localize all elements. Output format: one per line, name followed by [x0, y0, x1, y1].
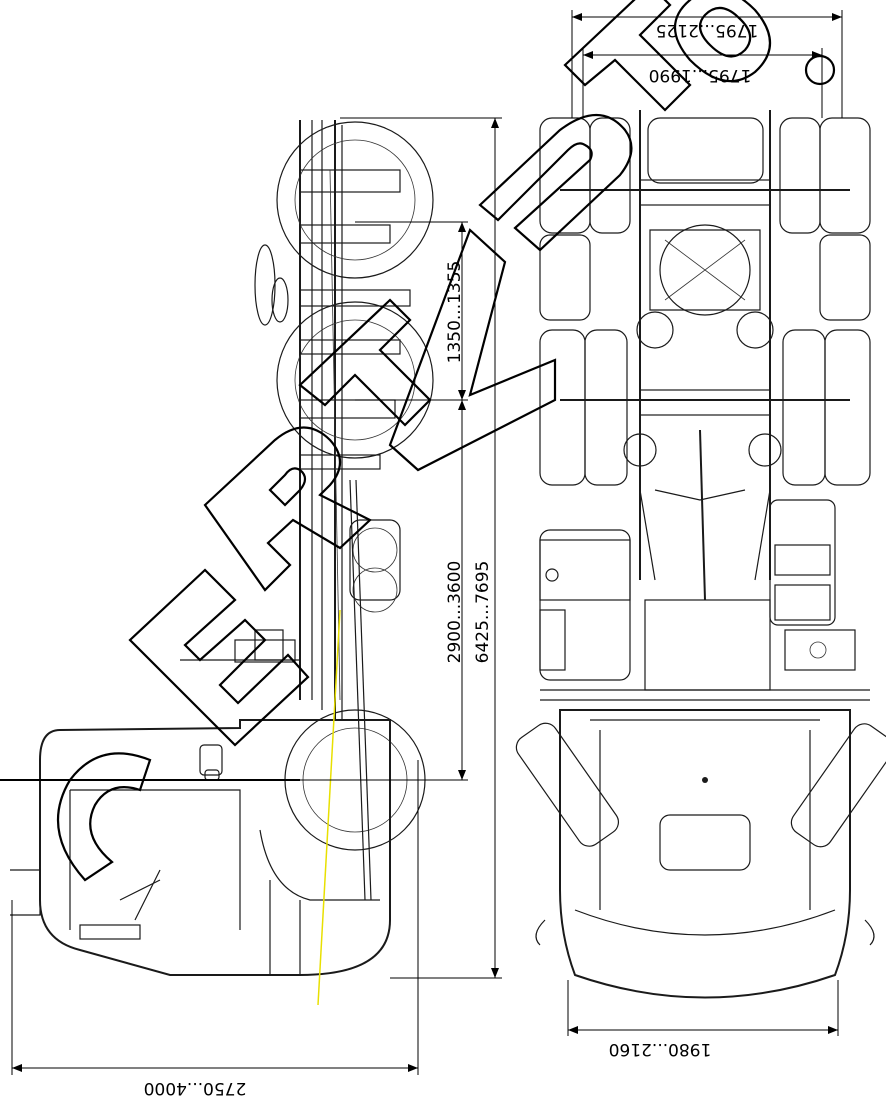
side-view-chassis [180, 120, 434, 901]
side-view-cab [10, 719, 391, 976]
dim-front-overhang: 2750...4000 [144, 1078, 247, 1098]
kingpin-centerline [317, 609, 341, 1006]
watermark-text: CERTAUTO.RU [860, 1094, 867, 1097]
dim-rear-axle-spacing: 1350...1355 [445, 261, 465, 364]
dimension-lines [0, 10, 843, 1075]
dim-front-track: 1980...2160 [609, 1039, 712, 1059]
top-view-chassis [539, 110, 871, 701]
dim-overall-length: 6425...7695 [473, 561, 493, 664]
dim-wheelbase: 2900...3600 [445, 561, 465, 664]
top-view-cab [515, 709, 886, 999]
dim-top-outer: 1795...2125 [656, 20, 759, 40]
watermark-certauto [56, 0, 836, 882]
